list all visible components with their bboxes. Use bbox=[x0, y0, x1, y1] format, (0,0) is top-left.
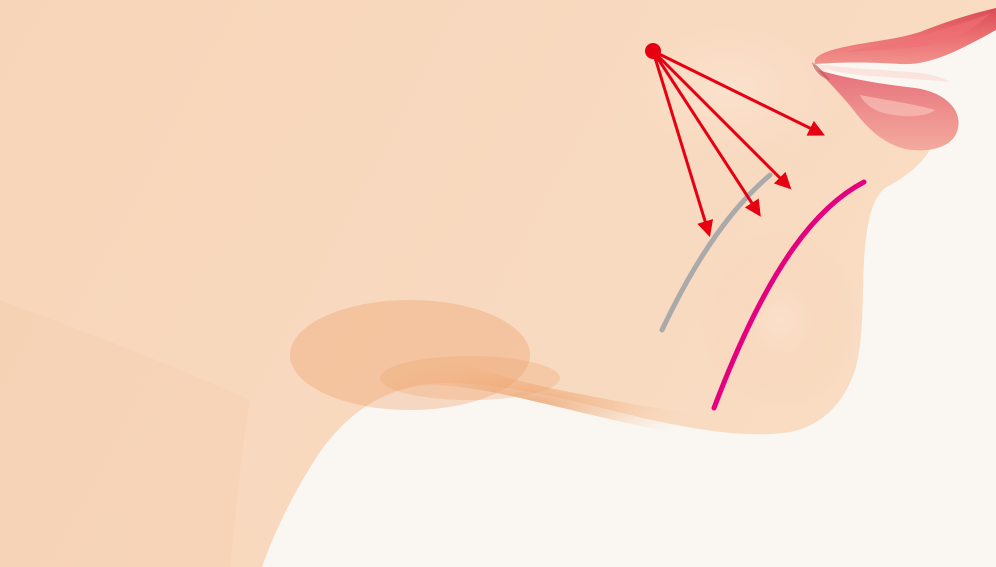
anchor-point bbox=[645, 43, 661, 59]
